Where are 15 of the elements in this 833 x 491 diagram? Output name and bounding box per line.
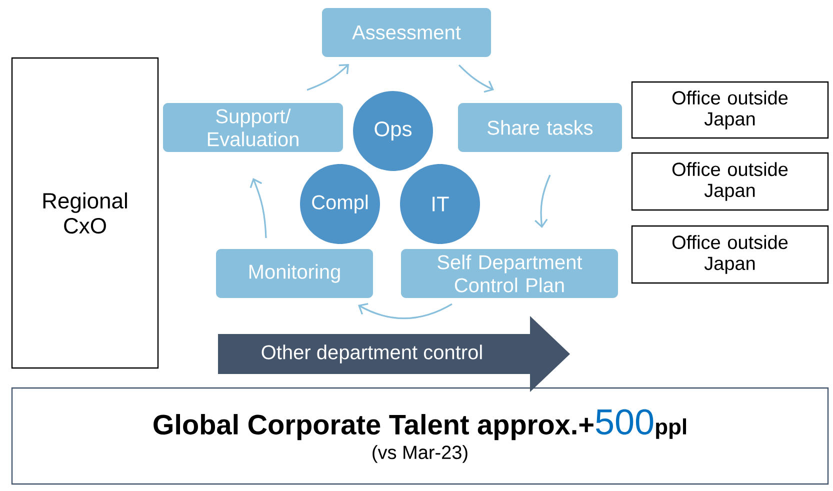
arrow [458, 64, 494, 93]
process-box: Support/ Evaluation [163, 103, 343, 152]
process-box: Monitoring [216, 249, 373, 298]
process-box: Self Department Control Plan [401, 249, 618, 298]
arrow [358, 303, 452, 320]
office-box: Office outside Japan [631, 81, 829, 139]
process-box: Share tasks [458, 103, 622, 152]
office-box: Office outside Japan [631, 152, 829, 211]
process-box: Assessment [322, 8, 491, 57]
arrow [306, 64, 349, 91]
arrow [534, 174, 551, 228]
arrow [250, 178, 267, 238]
office-box: Regional CxO [11, 57, 159, 369]
office-box: Office outside Japan [631, 225, 829, 284]
banner: Other department control [218, 316, 570, 392]
